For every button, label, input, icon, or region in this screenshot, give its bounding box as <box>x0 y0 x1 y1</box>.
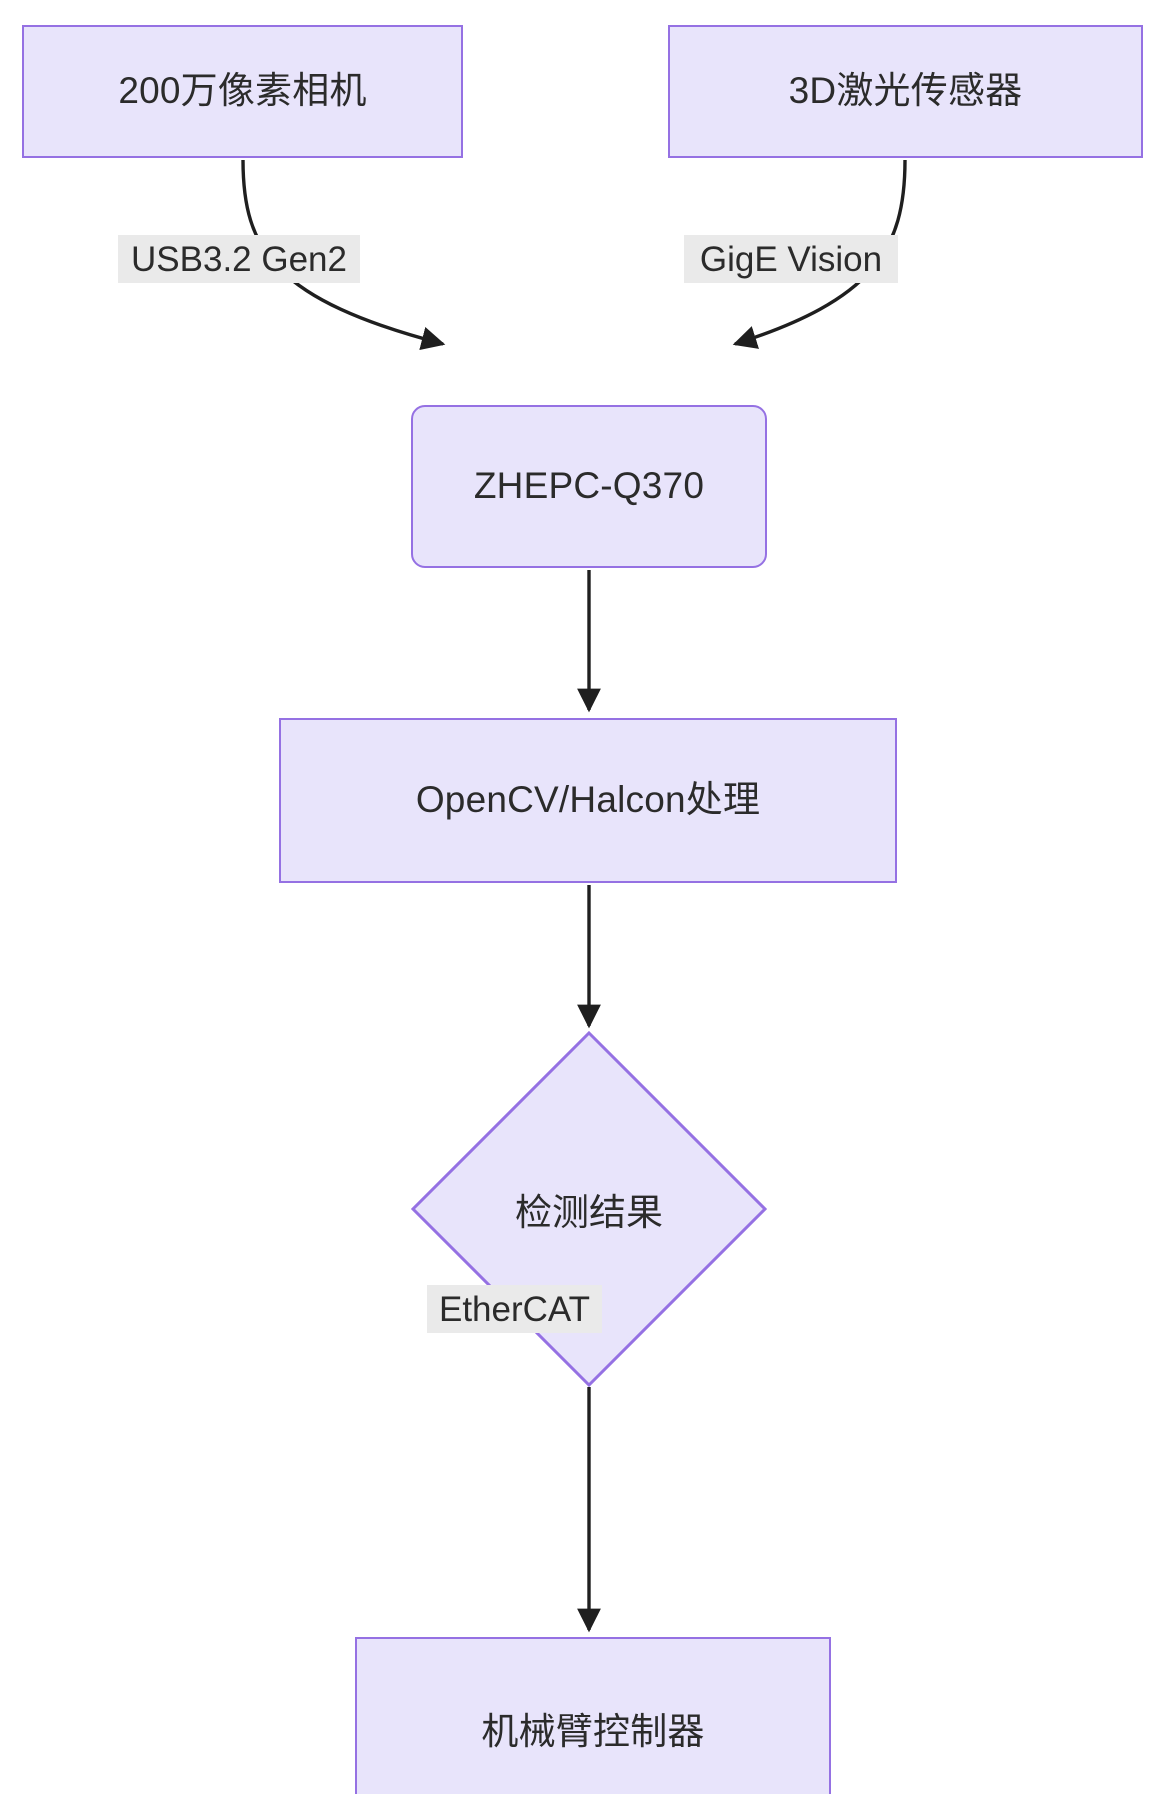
node-robot-controller[interactable]: 机械臂控制器 <box>355 1637 831 1794</box>
node-industrial-pc[interactable]: ZHEPC-Q370 <box>411 405 767 568</box>
node-detection-result-label: 检测结果 <box>515 1192 663 1233</box>
edge-label-ethercat-text: EtherCAT <box>438 1290 591 1329</box>
node-detection-result[interactable]: 检测结果 <box>411 1031 767 1387</box>
node-industrial-pc-label: ZHEPC-Q370 <box>473 465 705 507</box>
node-camera[interactable]: 200万像素相机 <box>22 25 463 158</box>
node-robot-controller-label: 机械臂控制器 <box>481 1710 705 1752</box>
edge-label-gige-text: GigE Vision <box>699 240 883 279</box>
node-camera-label: 200万像素相机 <box>118 70 367 112</box>
node-processing-label: OpenCV/Halcon处理 <box>415 779 761 821</box>
node-laser-sensor[interactable]: 3D激光传感器 <box>668 25 1143 158</box>
node-processing[interactable]: OpenCV/Halcon处理 <box>279 718 897 883</box>
node-laser-sensor-label: 3D激光传感器 <box>788 70 1023 112</box>
edge-label-ethercat: EtherCAT <box>427 1285 602 1333</box>
edge-label-usb: USB3.2 Gen2 <box>118 235 360 283</box>
edge-label-gige: GigE Vision <box>684 235 898 283</box>
edge-label-usb-text: USB3.2 Gen2 <box>131 240 347 279</box>
